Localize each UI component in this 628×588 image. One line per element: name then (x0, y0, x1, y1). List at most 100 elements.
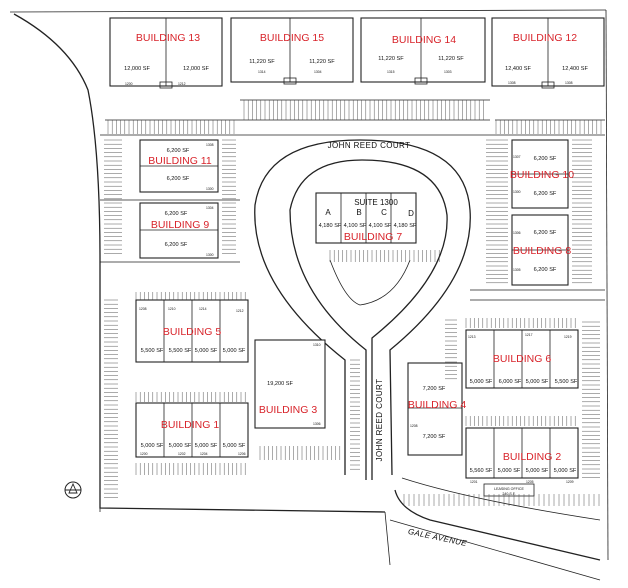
building-1-sf-1: 5,000 SF (141, 443, 164, 449)
building-7-suite-label: SUITE 1300 (354, 198, 398, 207)
street-label-gale-avenue: GALE AVENUE (407, 527, 468, 548)
building-7-suite-a: A (325, 208, 331, 217)
building-5-sf-4: 5,000 SF (223, 348, 246, 354)
building-6-sf-3: 5,000 SF (526, 379, 549, 385)
building-2-unit-1: 1201 (470, 480, 478, 484)
building-5-unit-1: 1208 (139, 307, 147, 311)
building-15-unit-2: 1304 (314, 70, 322, 74)
building-13-unit-1: 1200 (125, 82, 133, 86)
building-7-suite-b: B (356, 208, 361, 217)
building-1-label: BUILDING 1 (161, 419, 220, 431)
drive-lines (100, 134, 605, 301)
building-1: BUILDING 1 5,000 SF 5,000 SF 5,000 SF 5,… (135, 402, 249, 458)
building-11-unit-1: 1308 (206, 143, 214, 147)
building-6-label: BUILDING 6 (493, 353, 552, 365)
building-9-sf-2: 6,200 SF (165, 242, 188, 248)
building-10-sf-2: 6,200 SF (534, 191, 557, 197)
building-4-unit-1: 1208 (410, 424, 418, 428)
building-14-unit-2: 1303 (444, 70, 452, 74)
building-2-sf-3: 5,000 SF (526, 468, 549, 474)
building-11-sf-2: 6,200 SF (167, 176, 190, 182)
building-6-sf-4: 5,500 SF (555, 379, 578, 385)
building-6: BUILDING 6 5,000 SF 6,000 SF 5,000 SF 5,… (465, 329, 579, 389)
building-12-label: BUILDING 12 (513, 32, 577, 44)
building-13: BUILDING 13 12,000 SF 12,000 SF 1200 121… (109, 17, 223, 89)
parking-stalls (104, 139, 600, 506)
building-4-sf-2: 7,200 SF (423, 434, 446, 440)
building-10-unit-1: 1307 (513, 155, 521, 159)
building-2-sf-4: 5,000 SF (554, 468, 577, 474)
building-12-unit-2: 1308 (565, 81, 573, 85)
building-15-sf-2: 11,220 SF (309, 59, 335, 65)
building-7: SUITE 1300 A B C D 4,180 SF 4,100 SF 4,1… (315, 192, 417, 244)
building-11-sf-1: 6,200 SF (167, 148, 190, 154)
building-4: BUILDING 4 7,200 SF 7,200 SF 1208 (407, 362, 467, 456)
building-11-label: BUILDING 11 (148, 155, 212, 167)
building-13-sf-2: 12,000 SF (183, 66, 209, 72)
building-15: BUILDING 15 11,220 SF 11,220 SF 1314 130… (230, 17, 354, 85)
building-9-label: BUILDING 9 (151, 219, 210, 231)
building-9: BUILDING 9 6,200 SF 6,200 SF 1304 1300 (139, 202, 219, 259)
building-7-sf-c: 4,100 SF (369, 223, 392, 229)
building-11: BUILDING 11 6,200 SF 6,200 SF 1308 1300 (139, 139, 219, 193)
building-13-label: BUILDING 13 (136, 32, 200, 44)
building-5-sf-1: 5,500 SF (141, 348, 164, 354)
building-8-sf-2: 6,200 SF (534, 267, 557, 273)
building-14-sf-2: 11,220 SF (438, 56, 464, 62)
building-1-sf-2: 5,000 SF (169, 443, 192, 449)
building-1-unit-3: 1204 (200, 452, 208, 456)
building-4-sf-1: 7,200 SF (423, 386, 446, 392)
building-4-label: BUILDING 4 (408, 399, 467, 411)
parking-stalls-top (107, 100, 602, 134)
building-14-sf-1: 11,220 SF (378, 56, 404, 62)
building-5: BUILDING 5 5,500 SF 5,500 SF 5,000 SF 5,… (135, 299, 249, 363)
building-8-label: BUILDING 8 (513, 245, 572, 257)
building-5-unit-4: 1212 (236, 309, 244, 313)
building-13-sf-1: 12,000 SF (124, 66, 150, 72)
building-5-sf-2: 5,500 SF (169, 348, 192, 354)
building-6-unit-3: 1219 (564, 335, 572, 339)
building-1-sf-3: 5,000 SF (195, 443, 218, 449)
property-boundary (9, 9, 609, 581)
building-10-sf-1: 6,200 SF (534, 156, 557, 162)
building-7-sf-b: 4,100 SF (344, 223, 367, 229)
building-3-unit-2: 1306 (313, 422, 321, 426)
building-10: BUILDING 10 6,200 SF 6,200 SF 1307 1300 (510, 139, 574, 209)
building-3-sf: 19,200 SF (267, 381, 293, 387)
building-7-label: BUILDING 7 (344, 231, 403, 243)
building-6-sf-1: 5,000 SF (470, 379, 493, 385)
building-12: BUILDING 12 12,400 SF 12,400 SF 1308 130… (491, 17, 605, 89)
street-label-john-reed-court-side: JOHN REED COURT (375, 379, 384, 462)
building-6-sf-2: 6,000 SF (499, 379, 522, 385)
building-12-unit-1: 1308 (508, 81, 516, 85)
building-6-unit-2: 1217 (525, 333, 533, 337)
building-7-sf-d: 4,180 SF (394, 223, 417, 229)
building-11-unit-2: 1300 (206, 187, 214, 191)
building-13-unit-2: 1212 (178, 82, 186, 86)
building-8-unit-2: 1305 (513, 268, 521, 272)
building-3: 19,200 SF BUILDING 3 1310 1306 (254, 339, 326, 429)
building-7-sf-a: 4,180 SF (319, 223, 342, 229)
building-9-unit-1: 1304 (206, 206, 214, 210)
building-14-label: BUILDING 14 (392, 34, 456, 46)
building-14: BUILDING 14 11,220 SF 11,220 SF 1315 130… (360, 17, 486, 85)
building-8: BUILDING 8 6,200 SF 6,200 SF 1306 1305 (511, 214, 572, 286)
parking-top (105, 99, 605, 121)
north-arrow-icon (64, 481, 82, 499)
building-2-unit-3: 1209 (566, 480, 574, 484)
building-1-unit-2: 1202 (178, 452, 186, 456)
building-15-label: BUILDING 15 (260, 32, 324, 44)
building-1-sf-4: 5,000 SF (223, 443, 246, 449)
building-5-label: BUILDING 5 (163, 326, 222, 338)
building-2: BUILDING 2 5,560 SF 5,000 SF 5,000 SF 5,… (465, 427, 579, 484)
building-8-sf-1: 6,200 SF (534, 230, 557, 236)
building-2-sf-2: 5,000 SF (498, 468, 521, 474)
building-10-unit-2: 1300 (513, 190, 521, 194)
building-8-unit-1: 1306 (513, 231, 521, 235)
building-3-label: BUILDING 3 (259, 404, 318, 416)
building-15-sf-1: 11,220 SF (249, 59, 275, 65)
building-12-sf-1: 12,400 SF (505, 66, 531, 72)
building-14-unit-1: 1315 (387, 70, 395, 74)
building-7-suite-d: D (408, 209, 414, 218)
